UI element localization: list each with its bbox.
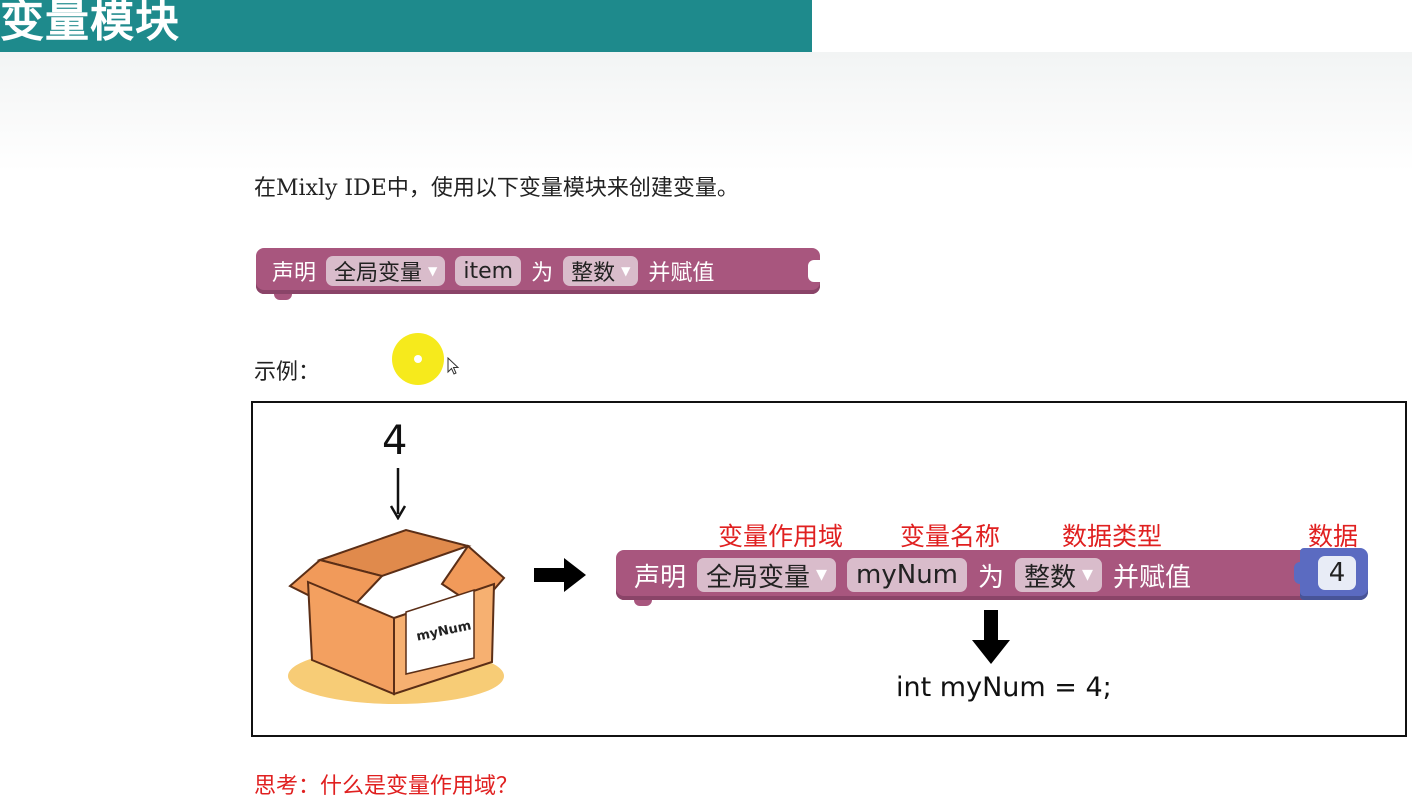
scope-value: 全局变量 — [334, 261, 423, 286]
number-value-block[interactable]: 4 — [1294, 548, 1368, 600]
type-value: 整数 — [571, 261, 616, 286]
declare-variable-block[interactable]: 声明 全局变量 ▼ item 为 整数 ▼ 并赋值 — [256, 248, 820, 300]
dropdown-triangle-icon: ▼ — [621, 264, 631, 278]
example-label: 示例： — [254, 360, 321, 385]
assign-keyword: 并赋值 — [1113, 562, 1192, 593]
number-value-field[interactable]: 4 — [1318, 556, 1356, 590]
generated-code: int myNum = 4; — [896, 672, 1112, 703]
variable-name-field[interactable]: myNum — [847, 558, 967, 592]
cursor-highlight — [392, 333, 444, 385]
intro-text: 在Mixly IDE中，使用以下变量模块来创建变量。 — [254, 176, 739, 201]
dropdown-triangle-icon: ▼ — [1082, 567, 1094, 583]
block-notch — [274, 294, 292, 300]
value-number: 4 — [382, 418, 408, 464]
down-arrow-icon — [972, 610, 1010, 664]
as-keyword: 为 — [531, 261, 554, 286]
right-arrow-icon — [534, 558, 586, 592]
scope-dropdown[interactable]: 全局变量 ▼ — [326, 256, 446, 286]
header-fade — [0, 52, 1412, 172]
example-diagram-frame — [251, 401, 1407, 737]
variable-name-field[interactable]: item — [455, 256, 522, 286]
down-arrow-icon — [389, 468, 407, 520]
example-declare-block[interactable]: 声明 全局变量 ▼ myNum 为 整数 ▼ 并赋值 — [616, 550, 1310, 606]
title-bar: 变量模块 — [0, 0, 812, 52]
box-icon — [288, 528, 506, 704]
variable-name-value: myNum — [856, 560, 958, 590]
annotation-data: 数据 — [1308, 522, 1359, 551]
scope-value: 全局变量 — [706, 562, 811, 593]
slide-title: 变量模块 — [0, 0, 180, 47]
question-text: 思考：什么是变量作用域？ — [254, 774, 519, 799]
declare-keyword: 声明 — [272, 261, 317, 286]
as-keyword: 为 — [978, 562, 1005, 593]
declare-keyword: 声明 — [634, 562, 687, 593]
output-tab — [1294, 562, 1306, 584]
annotation-scope: 变量作用域 — [718, 522, 844, 551]
cursor-icon — [447, 357, 460, 375]
annotation-name: 变量名称 — [900, 522, 1001, 551]
scope-dropdown[interactable]: 全局变量 ▼ — [697, 558, 837, 593]
variable-name-value: item — [463, 258, 514, 284]
assign-keyword: 并赋值 — [648, 261, 715, 286]
annotation-type: 数据类型 — [1062, 522, 1163, 551]
value-input-socket[interactable] — [808, 260, 820, 282]
type-dropdown[interactable]: 整数 ▼ — [563, 256, 639, 286]
dropdown-triangle-icon: ▼ — [428, 264, 438, 278]
block-notch — [634, 600, 652, 606]
dropdown-triangle-icon: ▼ — [816, 567, 828, 583]
type-dropdown[interactable]: 整数 ▼ — [1015, 558, 1103, 593]
type-value: 整数 — [1024, 562, 1077, 593]
